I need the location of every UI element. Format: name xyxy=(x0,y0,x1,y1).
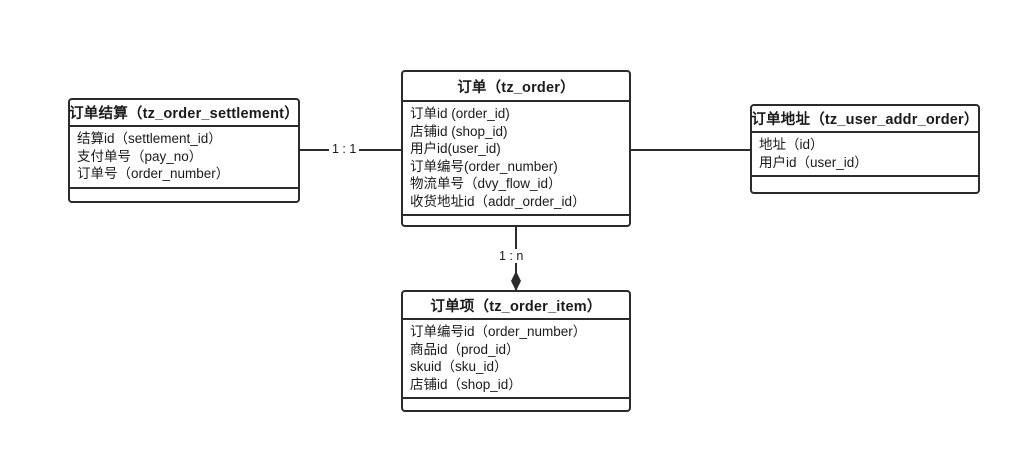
entity-order[interactable]: 订单（tz_order） 订单id (order_id) 店铺id (shop_… xyxy=(401,70,631,227)
attribute-row: 用户id(user_id) xyxy=(410,141,501,156)
attribute-row: 订单id (order_id) xyxy=(410,106,510,121)
entity-header-user-addr-order: 订单地址（tz_user_addr_order） xyxy=(751,106,978,133)
entity-header-order-settlement: 订单结算（tz_order_settlement） xyxy=(69,100,299,127)
attribute-row: 店铺id（shop_id） xyxy=(410,376,522,392)
entity-footer-order xyxy=(403,216,629,225)
entity-header-order-item: 订单项（tz_order_item） xyxy=(403,292,629,320)
attribute-row: 地址（id） xyxy=(759,137,824,152)
entity-attributes-order: 订单id (order_id) 店铺id (shop_id) 用户id(user… xyxy=(403,102,629,216)
attribute-row: 订单编号id（order_number） xyxy=(410,324,587,339)
entity-footer-user-addr-order xyxy=(752,177,978,192)
entity-attributes-user-addr-order: 地址（id） 用户id（user_id） xyxy=(752,133,978,177)
entity-attributes-order-settlement: 结算id（settlement_id） 支付单号（pay_no） 订单号（ord… xyxy=(70,127,298,189)
relationship-label-settlement-order: 1 : 1 xyxy=(329,142,360,156)
entity-order-settlement[interactable]: 订单结算（tz_order_settlement） 结算id（settlemen… xyxy=(68,98,300,203)
attribute-row: 支付单号（pay_no） xyxy=(77,148,203,164)
attribute-row: 用户id（user_id） xyxy=(759,154,868,170)
connector-order-address xyxy=(631,149,750,151)
attribute-row: 结算id（settlement_id） xyxy=(77,131,222,146)
attribute-row: 店铺id (shop_id) xyxy=(410,123,508,139)
attribute-row: 订单号（order_number） xyxy=(77,166,230,181)
relationship-label-order-item: 1 : n xyxy=(496,249,527,263)
attribute-row: 收货地址id（addr_order_id） xyxy=(410,193,586,209)
entity-order-item[interactable]: 订单项（tz_order_item） 订单编号id（order_number） … xyxy=(401,290,631,412)
entity-attributes-order-item: 订单编号id（order_number） 商品id（prod_id） skuid… xyxy=(403,320,629,399)
entity-header-order: 订单（tz_order） xyxy=(403,72,629,102)
entity-user-addr-order[interactable]: 订单地址（tz_user_addr_order） 地址（id） 用户id（use… xyxy=(750,104,980,194)
entity-footer-order-settlement xyxy=(70,189,298,202)
entity-footer-order-item xyxy=(403,399,629,410)
attribute-row: skuid（sku_id） xyxy=(410,359,508,374)
attribute-row: 订单编号(order_number) xyxy=(410,158,558,174)
attribute-row: 商品id（prod_id） xyxy=(410,341,520,357)
attribute-row: 物流单号（dvy_flow_id） xyxy=(410,176,562,191)
